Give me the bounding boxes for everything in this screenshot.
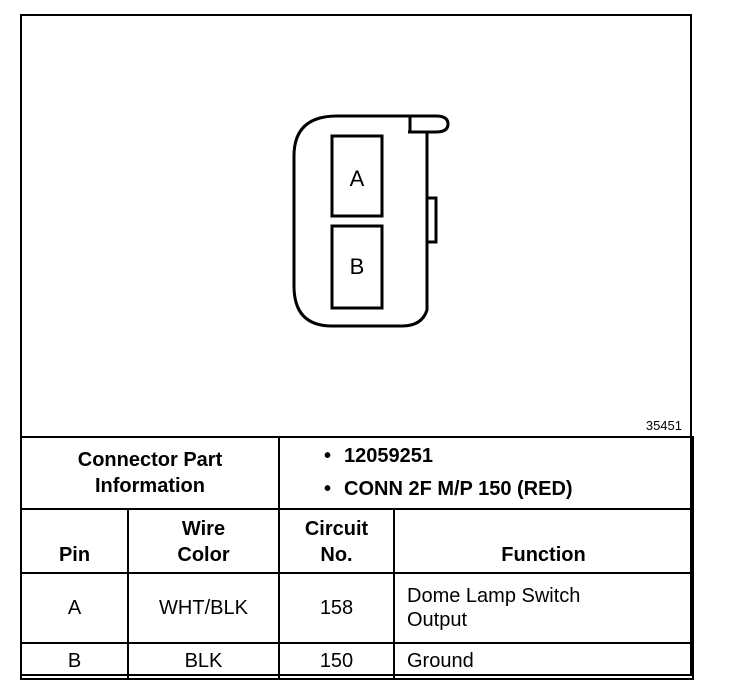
row-b-circuit: 150 bbox=[278, 642, 395, 680]
row-b-function: Ground bbox=[392, 642, 695, 680]
part-number: •12059251 bbox=[324, 440, 692, 473]
pin-cavity-b bbox=[330, 224, 384, 310]
row-a-wire-color: WHT/BLK bbox=[127, 572, 280, 644]
part-info-values: •12059251 •CONN 2F M/P 150 (RED) bbox=[277, 436, 695, 510]
bullet-icon: • bbox=[324, 478, 332, 500]
row-a-circuit: 158 bbox=[278, 572, 395, 644]
header-function: Function bbox=[392, 508, 695, 574]
connector-description: •CONN 2F M/P 150 (RED) bbox=[324, 473, 692, 506]
header-pin: Pin bbox=[20, 508, 129, 574]
row-a-function: Dome Lamp Switch Output bbox=[392, 572, 695, 644]
part-info-label: Connector Part Information bbox=[20, 436, 280, 510]
part-info-row: Connector Part Information •12059251 •CO… bbox=[20, 436, 695, 510]
bullet-icon: • bbox=[324, 445, 332, 467]
header-row: Pin Wire Color Circuit No. Function bbox=[20, 508, 695, 574]
table-row: B BLK 150 Ground bbox=[20, 642, 695, 680]
connector-face-view: A B bbox=[292, 114, 450, 328]
row-b-wire-color: BLK bbox=[127, 642, 280, 680]
figure-number: 35451 bbox=[645, 418, 682, 433]
row-b-pin: B bbox=[20, 642, 129, 680]
pin-label-b: B bbox=[350, 254, 365, 279]
connector-lock-tab bbox=[408, 114, 450, 134]
part-info-label-line1: Connector Part bbox=[77, 449, 223, 471]
pin-cavity-a bbox=[330, 134, 384, 218]
pin-label-a: A bbox=[350, 166, 365, 191]
header-wire-color: Wire Color bbox=[127, 508, 280, 574]
table-row: A WHT/BLK 158 Dome Lamp Switch Output bbox=[20, 572, 695, 644]
connector-table: Connector Part Information •12059251 •CO… bbox=[20, 436, 695, 680]
row-a-pin: A bbox=[20, 572, 129, 644]
connector-diagram-frame: A B 35451 Connector Part Information •12… bbox=[20, 14, 695, 680]
header-circuit-no: Circuit No. bbox=[278, 508, 395, 574]
part-info-label-line2: Information bbox=[95, 475, 205, 497]
connector-side-key bbox=[427, 196, 438, 244]
connector-housing bbox=[292, 114, 429, 328]
